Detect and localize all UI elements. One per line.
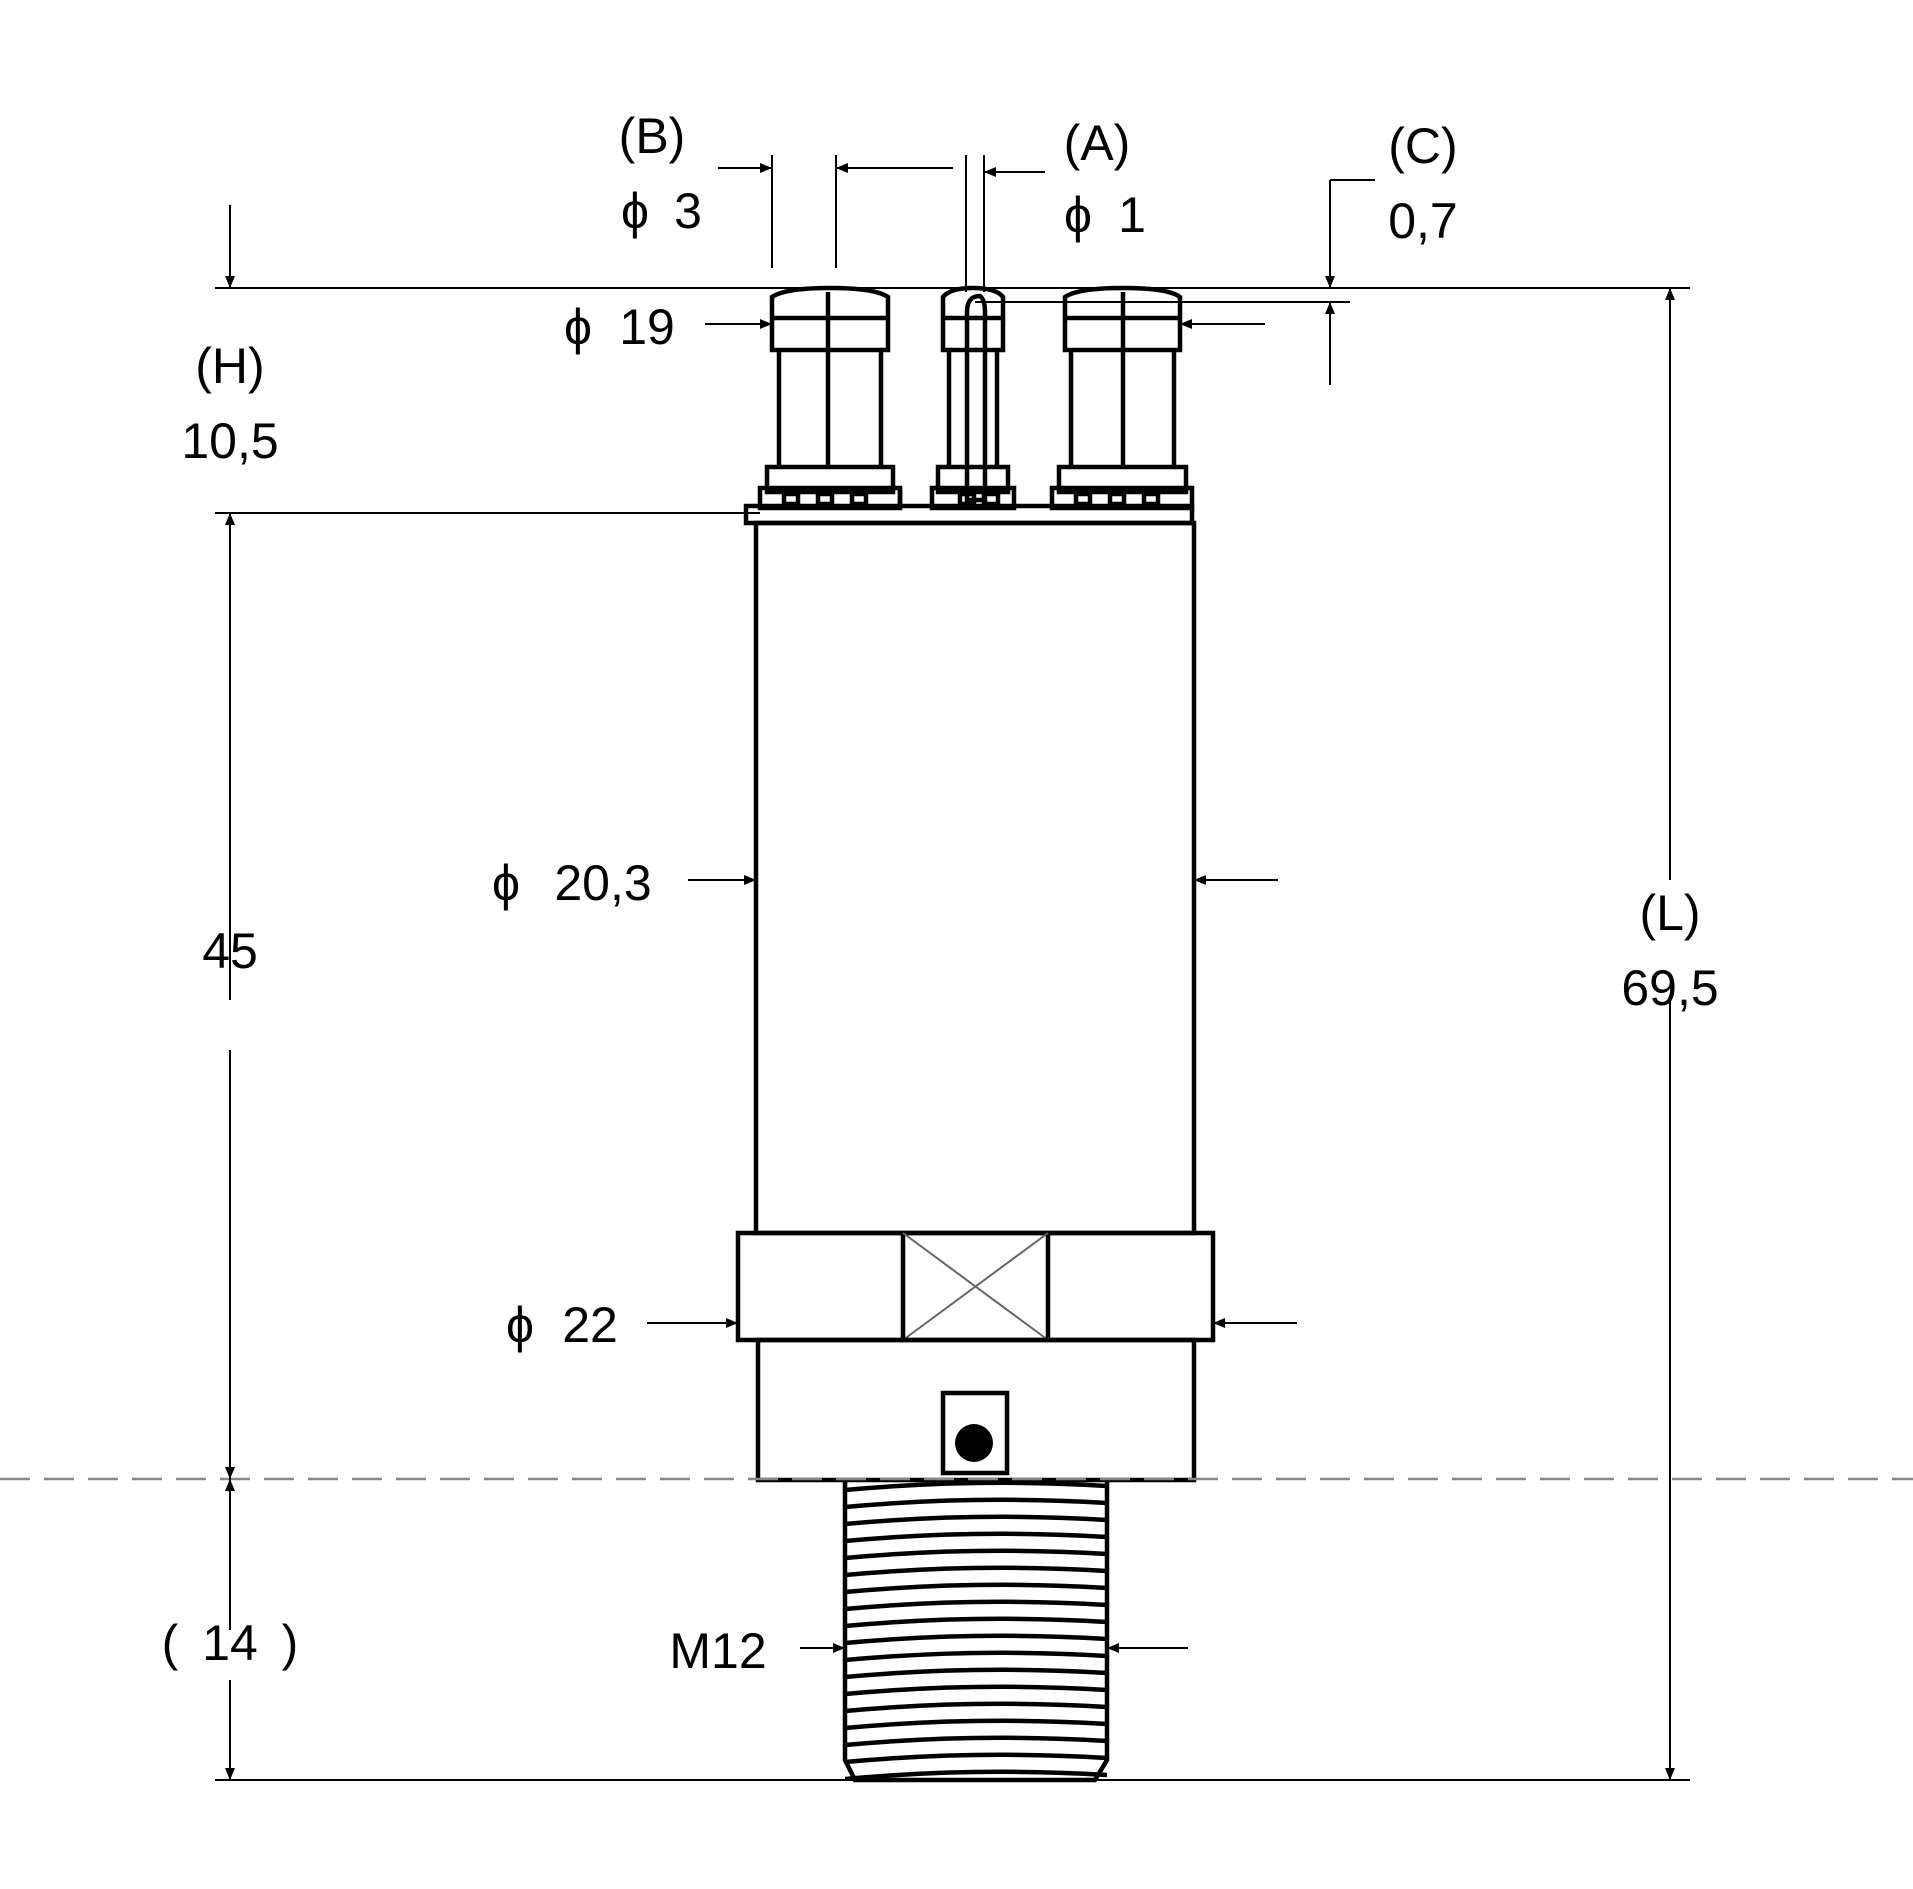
- sensor-body: [735, 520, 1216, 1483]
- b-value: 3: [674, 183, 702, 239]
- c-label: (C): [1388, 118, 1457, 174]
- dim-45: 45: [202, 923, 258, 979]
- c-value: 0,7: [1388, 193, 1458, 249]
- m12-thread: [842, 1480, 1110, 1783]
- diameter-symbol-a: ϕ: [1064, 187, 1092, 243]
- a-value: 1: [1118, 187, 1146, 243]
- dimension-lines: [215, 155, 1690, 1781]
- m12-label: M12: [669, 1623, 766, 1679]
- dim-14-open-paren: (: [162, 1615, 179, 1671]
- diameter-symbol-19: ϕ: [564, 299, 592, 355]
- d19-value: 19: [619, 299, 675, 355]
- l-label: (L): [1639, 885, 1700, 941]
- dim-14: 14: [202, 1615, 258, 1671]
- d20-3-value: 20,3: [554, 855, 651, 911]
- diameter-symbol-22: ϕ: [506, 1297, 534, 1353]
- connector-pins: [743, 285, 1195, 526]
- dim-14-close-paren: ): [282, 1615, 299, 1671]
- dimension-labels: (B) ϕ 3 (A) ϕ 1 (C) 0,7 ϕ 19 (H) 10,5 ϕ …: [162, 108, 1719, 1679]
- diameter-symbol-20-3: ϕ: [492, 855, 520, 911]
- d22-value: 22: [562, 1297, 618, 1353]
- l-value: 69,5: [1621, 960, 1718, 1016]
- h-label: (H): [195, 338, 264, 394]
- diameter-symbol-b: ϕ: [621, 183, 649, 239]
- a-label: (A): [1064, 115, 1131, 171]
- h-value: 10,5: [181, 413, 278, 469]
- b-label: (B): [619, 108, 686, 164]
